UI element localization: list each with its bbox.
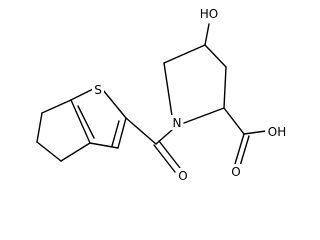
bond-c-oh [204, 23, 210, 46]
sulfur-label-bg [92, 82, 104, 97]
bond-th3 [117, 117, 127, 149]
hydroxyl-label-bg [198, 6, 220, 21]
carbonyl-oxygen-label: O [178, 169, 187, 183]
bond-th2 [102, 89, 127, 119]
nitrogen-label-bg [171, 115, 183, 130]
sulfur-label: S [94, 83, 102, 97]
bond-acid-o-1 [234, 133, 245, 165]
carbonyl-oxygen-label-bg [177, 168, 189, 183]
acid-group-label-bg [265, 124, 289, 139]
bond-cp4 [60, 142, 91, 162]
bond-th3-double [111, 120, 120, 147]
bond-cp1 [41, 99, 72, 114]
bond-fusion [70, 99, 91, 144]
bond-th1 [70, 88, 94, 101]
nitrogen-label: N [173, 116, 182, 130]
bond-acid-o-2 [239, 135, 250, 167]
bond-acid [223, 107, 245, 135]
acid-oxygen-label-bg [230, 164, 242, 179]
bond-co-1 [153, 144, 176, 173]
bond-c-n [155, 129, 173, 145]
bond-co-2 [158, 140, 181, 169]
chemical-structure: S N HO O OH O [36, 6, 289, 183]
bond-pr1 [163, 62, 173, 117]
bond-pr5 [183, 107, 225, 124]
hydroxyl-label: HO [200, 7, 218, 21]
bond-fusion-double [77, 105, 95, 139]
bonds [36, 23, 267, 173]
bond-pr2 [163, 44, 206, 64]
atom-labels: S N HO O OH O [92, 6, 289, 183]
bond-cp3 [36, 141, 62, 162]
acid-group-label: OH [268, 125, 286, 139]
bond-th4 [89, 142, 119, 149]
acid-oxygen-label: O [231, 165, 240, 179]
bond-acid-oh [243, 130, 267, 135]
bond-cp2 [36, 112, 43, 143]
bond-pr3 [204, 44, 227, 68]
bond-pr4 [223, 66, 227, 109]
bond-acyl [125, 117, 157, 145]
